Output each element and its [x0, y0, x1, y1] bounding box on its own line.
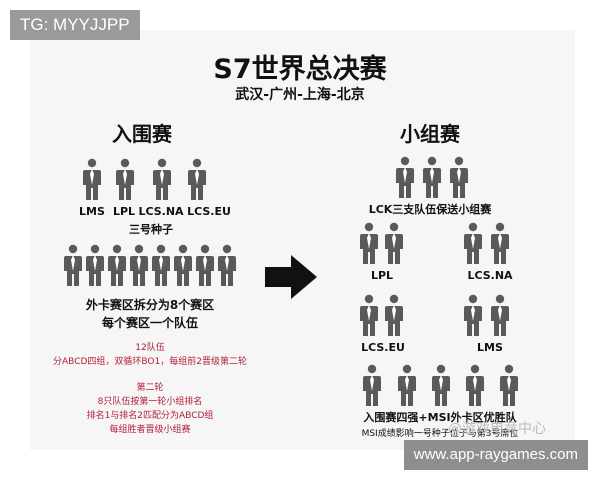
person-icon	[363, 364, 381, 406]
person-icon	[360, 294, 378, 336]
poster-background	[30, 30, 575, 450]
arrow-right-icon	[265, 255, 317, 299]
play-in-heading: 入围赛	[112, 122, 172, 146]
region-label-lms: LMS	[477, 341, 503, 354]
wildcard-text-2: 每个赛区一个队伍	[101, 316, 198, 330]
person-icon	[385, 294, 403, 336]
person-icon	[64, 244, 82, 286]
seed-caption: 三号种子	[129, 223, 173, 236]
seed-label-lms: LMS	[79, 205, 105, 218]
person-icon	[108, 244, 126, 286]
region-label-lcs-na: LCS.NA	[467, 269, 513, 282]
person-icon	[188, 158, 206, 200]
person-icon	[174, 244, 192, 286]
person-icon	[152, 244, 170, 286]
person-icon	[423, 156, 441, 198]
qualifier-caption-1: 入围赛四强+MSI外卡区优胜队	[363, 411, 517, 424]
group-stage-heading: 小组赛	[400, 122, 460, 146]
person-icon	[464, 294, 482, 336]
group-stage-text: 分ABCD四组，双循环BO1，每组前2晋级第二轮	[53, 357, 247, 367]
channel-tag: TG: MYYJJPP	[10, 10, 140, 40]
person-icon	[196, 244, 214, 286]
person-icon	[83, 158, 101, 200]
round-two-text-2: 排名1与排名2匹配分为ABCD组	[86, 411, 214, 421]
person-icon	[491, 222, 509, 264]
person-icon	[491, 294, 509, 336]
group-stage-label: 12队伍	[135, 343, 165, 353]
site-url-tag: www.app-raygames.com	[403, 440, 588, 470]
round-two-text-1: 8只队伍按第一轮小组排名	[97, 397, 203, 407]
person-icon	[464, 222, 482, 264]
person-icon	[450, 156, 468, 198]
round-two-text-3: 每组胜者晋级小组赛	[109, 425, 191, 435]
round-two-label: 第二轮	[136, 383, 164, 393]
person-icon	[432, 364, 450, 406]
seed-label-lpl: LPL	[112, 205, 136, 218]
person-icon	[398, 364, 416, 406]
person-icon	[130, 244, 148, 286]
person-icon	[360, 222, 378, 264]
person-icon	[218, 244, 236, 286]
region-label-lcs-eu: LCS.EU	[361, 341, 405, 354]
person-icon	[153, 158, 171, 200]
person-icon	[86, 244, 104, 286]
poster-subtitle: 武汉-广州-上海-北京	[235, 87, 365, 103]
lck-caption: LCK三支队伍保送小组赛	[368, 203, 492, 216]
person-icon	[396, 156, 414, 198]
poster-title: S7世界总决赛	[213, 54, 387, 85]
person-icon	[385, 222, 403, 264]
person-icon	[466, 364, 484, 406]
wildcard-text-1: 外卡赛区拆分为8个赛区	[85, 298, 215, 312]
seed-label-lcs-eu: LCS.EU	[187, 205, 231, 218]
person-icon	[116, 158, 134, 200]
weibo-watermark: @游戏电竞中心	[448, 421, 546, 437]
person-icon	[500, 364, 518, 406]
seed-label-lcs-na: LCS.NA	[138, 205, 184, 218]
qualifier-caption-2: MSI成绩影响一号种子位子与第3号席位	[361, 429, 519, 439]
region-label-lpl: LPL	[370, 269, 394, 282]
